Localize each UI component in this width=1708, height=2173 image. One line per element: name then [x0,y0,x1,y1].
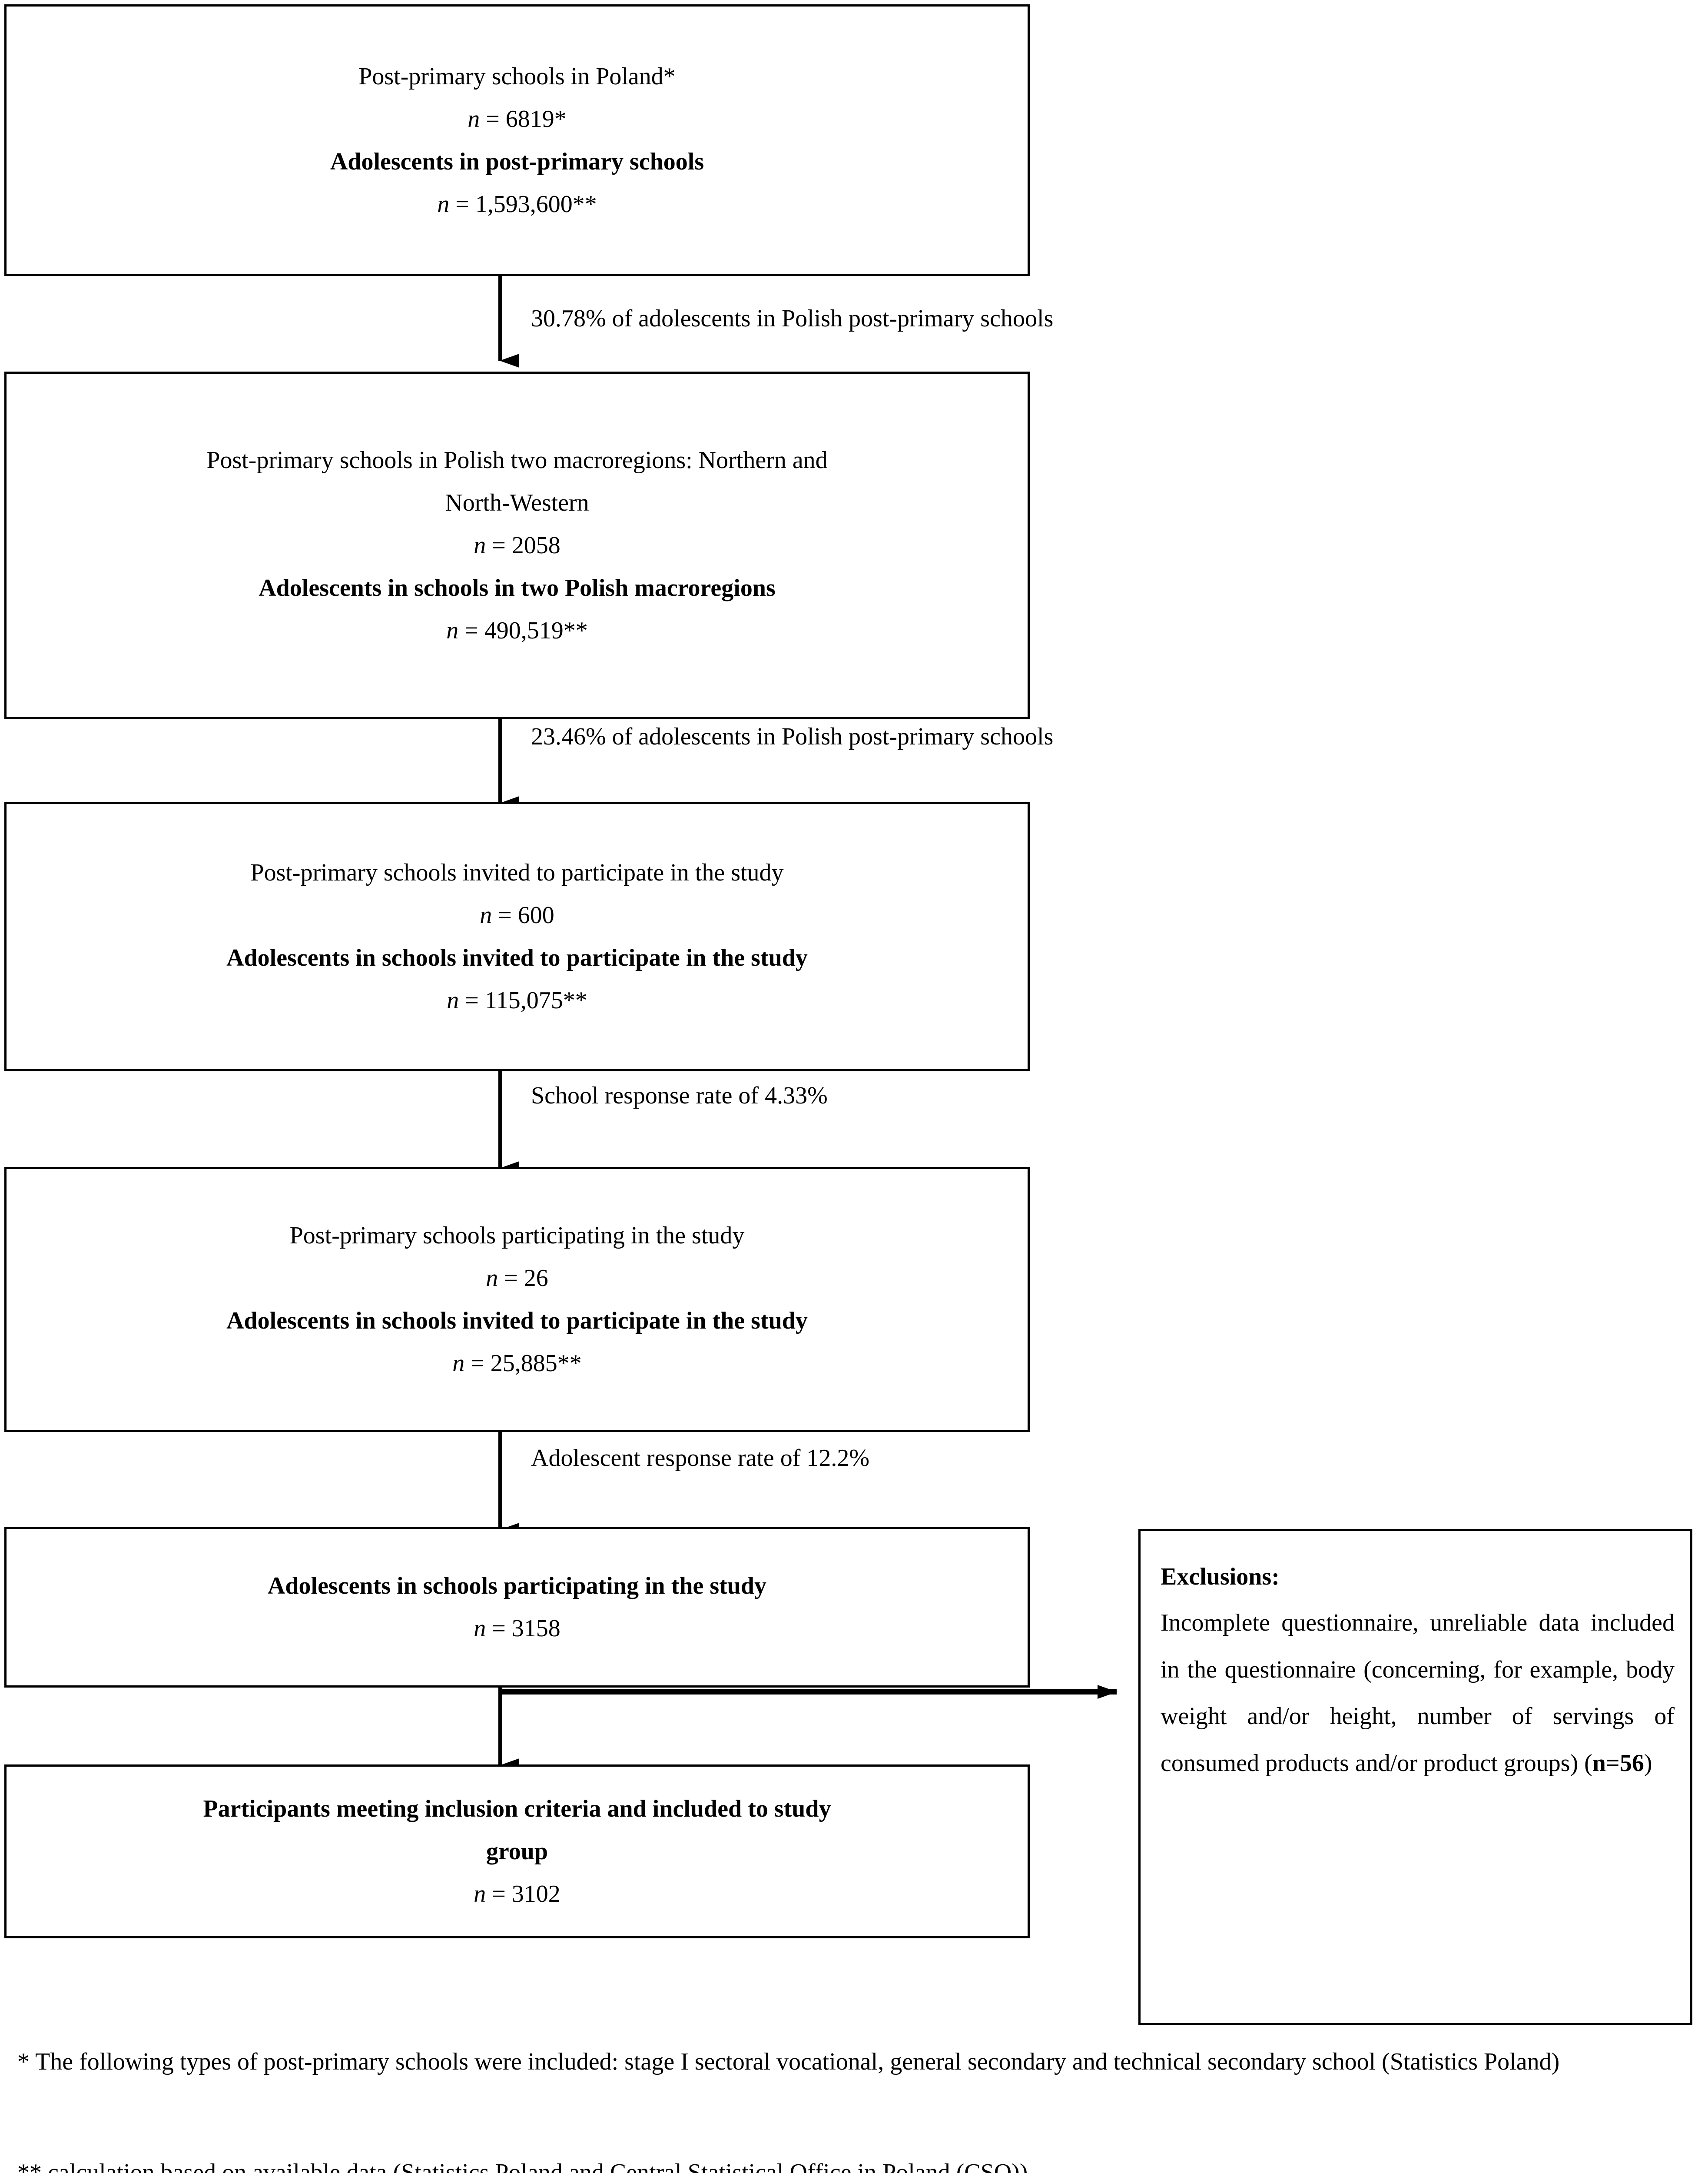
exclusions-box: Exclusions: Incomplete questionnaire, un… [1138,1529,1692,2025]
box3-line-2: n = 600 [480,902,554,929]
flowbox-schools-participating: Post-primary schools participating in th… [4,1167,1030,1432]
flowbox-post-primary-schools-poland: Post-primary schools in Poland* n = 6819… [4,4,1030,276]
box2-line-3: n = 2058 [474,532,560,559]
box5-line-1: Adolescents in schools participating in … [267,1572,767,1599]
exclusions-title: Exclusions: [1161,1563,1280,1590]
box1-line-4: n = 1,593,600** [437,190,597,218]
connector-label-3: School response rate of 4.33% [531,1082,828,1109]
exclusions-body-text: Incomplete questionnaire, unreliable dat… [1161,1609,1675,1777]
box6-line-1: Participants meeting inclusion criteria … [203,1795,831,1822]
box3-line-1: Post-primary schools invited to particip… [250,859,784,886]
exclusions-body: Incomplete questionnaire, unreliable dat… [1161,1600,1675,1787]
footnote-double-asterisk: ** calculation based on available data (… [17,2159,1028,2173]
box6-line-3: n = 3102 [474,1881,560,1907]
flowbox-schools-two-macroregions: Post-primary schools in Polish two macro… [4,372,1030,719]
connector-label-1: 30.78% of adolescents in Polish post-pri… [531,305,1054,332]
box2-line-4: Adolescents in schools in two Polish mac… [259,575,776,601]
box1-line-2: n = 6819* [468,105,567,133]
box2-line-2: North-Western [445,489,589,516]
box1-line-3: Adolescents in post-primary schools [330,148,704,175]
box4-line-1: Post-primary schools participating in th… [289,1222,745,1249]
flowbox-adolescents-participating: Adolescents in schools participating in … [4,1527,1030,1688]
box4-line-3: Adolescents in schools invited to partic… [226,1307,808,1334]
box1-line-1: Post-primary schools in Poland* [358,63,676,90]
box4-line-2: n = 26 [486,1265,548,1292]
exclusions-body-suffix: ) [1644,1749,1652,1777]
box4-line-4: n = 25,885** [452,1350,582,1377]
box2-line-1: Post-primary schools in Polish two macro… [206,447,828,474]
box3-line-4: n = 115,075** [447,987,587,1014]
connector-label-2: 23.46% of adolescents in Polish post-pri… [531,723,1054,750]
flowbox-participants-included: Participants meeting inclusion criteria … [4,1764,1030,1938]
box6-line-2: group [486,1838,548,1865]
connector-label-4: Adolescent response rate of 12.2% [531,1445,870,1472]
flowbox-schools-invited: Post-primary schools invited to particip… [4,802,1030,1071]
exclusions-count: n=56 [1592,1749,1644,1777]
box3-line-3: Adolescents in schools invited to partic… [226,944,808,971]
footnote-single-asterisk: * The following types of post-primary sc… [17,2048,1560,2075]
box5-line-2: n = 3158 [474,1615,560,1642]
box2-line-5: n = 490,519** [446,617,588,644]
